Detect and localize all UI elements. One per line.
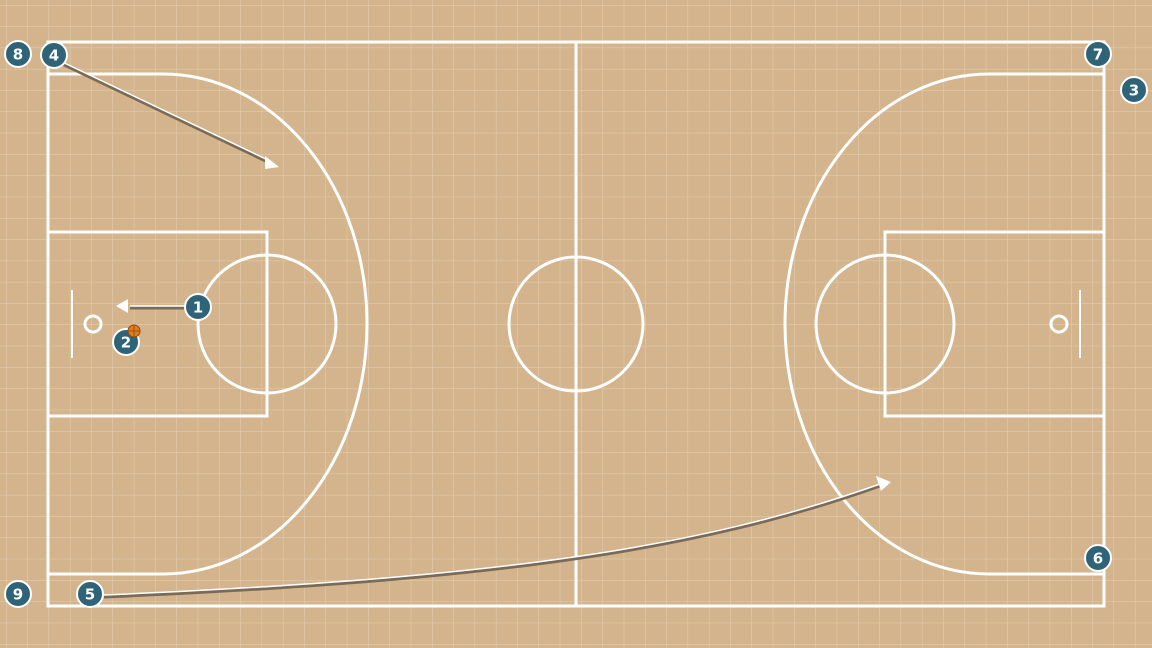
player-4[interactable]: 4 — [40, 41, 68, 69]
right-free-throw-circle — [814, 253, 956, 395]
player-number-label: 8 — [13, 46, 23, 64]
player-marker[interactable] — [1084, 544, 1112, 572]
player-number-label: 6 — [1093, 550, 1103, 568]
right-three-point-line — [783, 72, 1104, 576]
player-marker[interactable] — [184, 293, 212, 321]
player-number-label: 5 — [85, 586, 95, 604]
player-marker[interactable] — [40, 41, 68, 69]
center-circle — [507, 255, 645, 393]
movement-arrow-player-4 — [55, 58, 279, 169]
player-marker[interactable] — [76, 580, 104, 608]
player-3[interactable]: 3 — [1120, 76, 1148, 104]
basketball-seams — [128, 325, 140, 337]
player-5[interactable]: 5 — [76, 580, 104, 608]
player-number-label: 7 — [1093, 46, 1103, 64]
player-number-label: 4 — [49, 47, 59, 65]
player-7[interactable]: 7 — [1084, 40, 1112, 68]
right-key — [883, 230, 1106, 418]
player-9[interactable]: 9 — [4, 580, 32, 608]
player-2[interactable]: 2 — [112, 324, 141, 356]
player-number-label: 9 — [13, 586, 23, 604]
left-free-throw-circle — [196, 253, 338, 395]
left-hoop — [83, 314, 103, 334]
player-6[interactable]: 6 — [1084, 544, 1112, 572]
left-key — [46, 230, 269, 418]
player-marker[interactable] — [4, 40, 32, 68]
movement-arrows — [55, 58, 891, 599]
player-number-label: 1 — [193, 299, 203, 317]
players-layer: 1 2 3 4 5 6 7 8 9 — [4, 40, 1148, 608]
movement-arrow-player-1 — [116, 299, 185, 313]
movement-arrow-player-5 — [103, 476, 891, 599]
left-three-point-line — [48, 72, 369, 576]
player-marker[interactable] — [1084, 40, 1112, 68]
right-hoop — [1049, 314, 1069, 334]
player-1[interactable]: 1 — [184, 293, 212, 321]
player-8[interactable]: 8 — [4, 40, 32, 68]
court-lines — [46, 40, 1106, 608]
player-number-label: 2 — [121, 334, 131, 352]
player-marker[interactable] — [1120, 76, 1148, 104]
player-marker[interactable] — [4, 580, 32, 608]
player-number-label: 3 — [1129, 82, 1139, 100]
